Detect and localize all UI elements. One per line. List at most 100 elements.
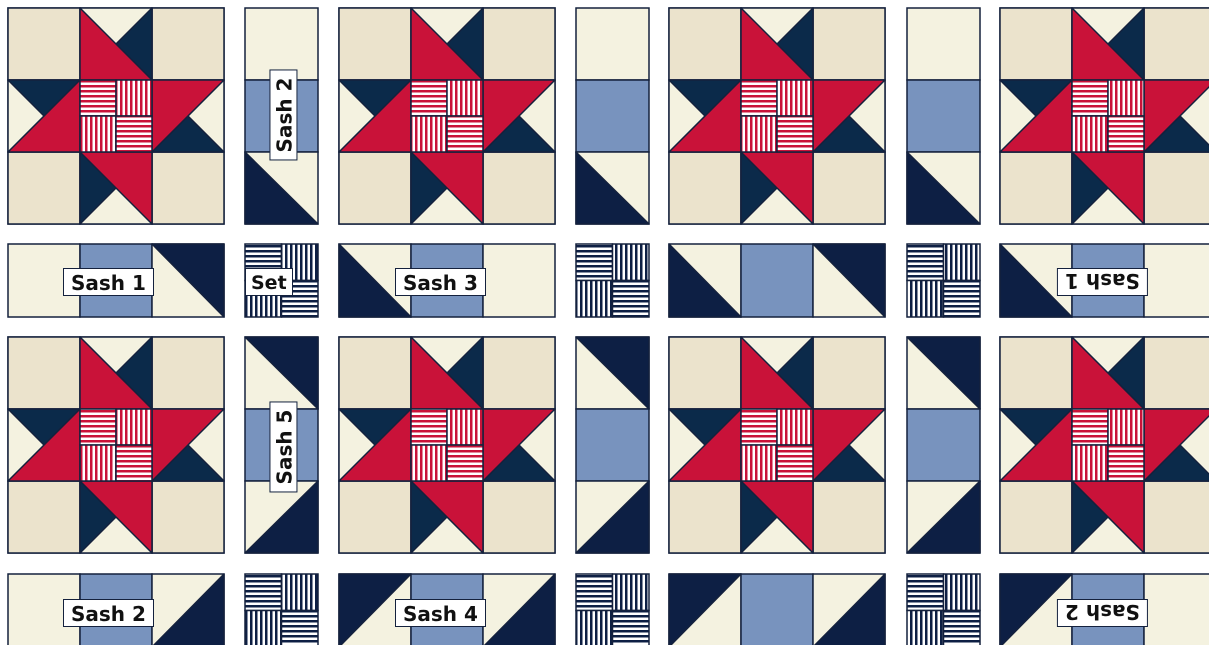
corner-square: [669, 8, 741, 80]
vertical-sash-5: [576, 337, 649, 553]
label-sash-1: Sash 1: [63, 268, 154, 296]
center-stripe-square: [1072, 445, 1108, 481]
horizontal-sash-7: [669, 574, 885, 645]
corner-square: [483, 152, 555, 224]
label-sash-2: Sash 2: [63, 599, 154, 627]
set-stripe-square: [907, 244, 944, 281]
corner-square: [1000, 337, 1072, 409]
star-block-4: [1000, 8, 1209, 224]
corner-square: [339, 152, 411, 224]
corner-square: [669, 481, 741, 553]
label-sash-2-vertical: Sash 2: [269, 70, 297, 161]
sash-blue-square: [741, 574, 813, 645]
set-stripe-square: [576, 611, 613, 645]
center-stripe-square: [411, 80, 447, 116]
setting-square-6: [907, 574, 980, 645]
set-stripe-square: [245, 574, 282, 611]
corner-square: [8, 337, 80, 409]
star-block-7: [669, 337, 885, 553]
center-stripe-square: [80, 409, 116, 445]
corner-square: [1144, 337, 1209, 409]
label-sash-3: Sash 3: [395, 268, 486, 296]
center-stripe-square: [1072, 409, 1108, 445]
corner-square: [8, 481, 80, 553]
star-block-3: [669, 8, 885, 224]
corner-square: [1000, 8, 1072, 80]
corner-square: [339, 337, 411, 409]
set-stripe-square: [613, 244, 650, 281]
corner-square: [1144, 152, 1209, 224]
center-stripe-square: [116, 409, 152, 445]
corner-square: [339, 8, 411, 80]
corner-square: [669, 337, 741, 409]
sash-blue-square: [576, 80, 649, 152]
setting-square-2: [576, 244, 649, 317]
corner-square: [813, 8, 885, 80]
corner-square: [483, 337, 555, 409]
setting-square-3: [907, 244, 980, 317]
center-stripe-square: [1108, 409, 1144, 445]
corner-square: [483, 481, 555, 553]
set-stripe-square: [944, 281, 981, 318]
corner-square: [813, 337, 885, 409]
label-sash-5: Sash 5: [269, 402, 297, 493]
center-stripe-square: [1072, 116, 1108, 152]
center-stripe-square: [1108, 80, 1144, 116]
label-set: Set: [245, 268, 293, 296]
corner-square: [8, 152, 80, 224]
corner-square: [339, 481, 411, 553]
vertical-sash-2: [576, 8, 649, 224]
set-stripe-square: [944, 574, 981, 611]
sash-blue-square: [907, 80, 980, 152]
corner-square: [813, 152, 885, 224]
set-stripe-square: [576, 244, 613, 281]
set-stripe-square: [944, 611, 981, 645]
center-stripe-square: [411, 409, 447, 445]
center-stripe-square: [1108, 116, 1144, 152]
corner-square: [8, 8, 80, 80]
vertical-sash-3: [907, 8, 980, 224]
sash-blue-square: [741, 244, 813, 317]
star-block-6: [339, 337, 555, 553]
setting-square-4: [245, 574, 318, 645]
center-stripe-square: [741, 80, 777, 116]
corner-square: [1144, 8, 1209, 80]
center-stripe-square: [447, 116, 483, 152]
star-block-5: [8, 337, 224, 553]
set-stripe-square: [613, 574, 650, 611]
vertical-sash-6: [907, 337, 980, 553]
corner-square: [152, 337, 224, 409]
set-stripe-square: [944, 244, 981, 281]
corner-square: [813, 481, 885, 553]
center-stripe-square: [116, 445, 152, 481]
blocks-layer: [8, 8, 1209, 645]
set-stripe-square: [907, 574, 944, 611]
set-stripe-square: [907, 611, 944, 645]
sash-blue-square: [576, 409, 649, 481]
center-stripe-square: [80, 116, 116, 152]
center-stripe-square: [411, 445, 447, 481]
center-stripe-square: [1108, 445, 1144, 481]
set-stripe-square: [613, 281, 650, 318]
set-stripe-square: [282, 574, 319, 611]
set-stripe-square: [282, 611, 319, 645]
horizontal-sash-3: [669, 244, 885, 317]
sash-blue-square: [907, 409, 980, 481]
label-sash-2-flipped: Sash 2: [1057, 599, 1148, 627]
corner-square: [152, 152, 224, 224]
set-stripe-square: [907, 281, 944, 318]
star-block-1: [8, 8, 224, 224]
center-stripe-square: [447, 80, 483, 116]
corner-square: [1144, 481, 1209, 553]
setting-square-5: [576, 574, 649, 645]
star-block-2: [339, 8, 555, 224]
center-stripe-square: [411, 116, 447, 152]
center-stripe-square: [1072, 80, 1108, 116]
center-stripe-square: [741, 445, 777, 481]
sash-cream-segment: [576, 8, 649, 80]
set-stripe-square: [613, 611, 650, 645]
sash-cream-segment: [1144, 244, 1209, 317]
corner-square: [152, 8, 224, 80]
center-stripe-square: [777, 80, 813, 116]
